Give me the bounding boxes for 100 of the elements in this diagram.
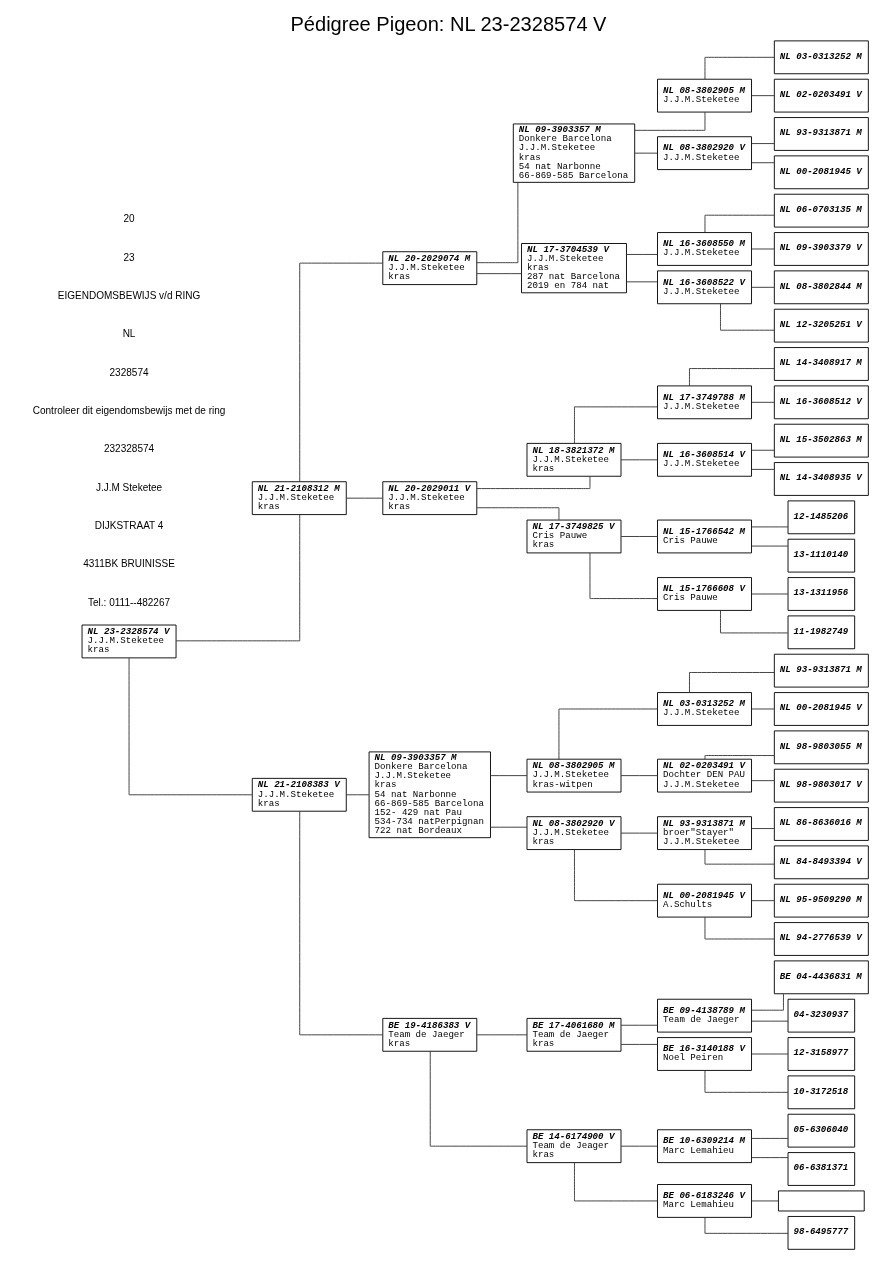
node-box: BE 14-6174900 V Team de Jeager kras [526, 1129, 621, 1164]
connector [750, 780, 774, 782]
node-box: NL 08-3802905 M J.J.M.Steketee kras-witpen [526, 758, 621, 793]
node-box: NL 08-3802905 M J.J.M.Steketee [656, 78, 752, 113]
node-box: NL 03-0313252 M [773, 40, 869, 75]
label: 20 [122, 213, 135, 225]
connector [750, 828, 774, 829]
node-box: NL 17-3749788 M J.J.M.Steketee [656, 385, 752, 420]
connector [620, 1024, 658, 1026]
node-box: 13-1110140 [787, 538, 855, 573]
label: DIJKSTRAAT 4 [94, 520, 163, 532]
node-box: 11-1982749 [787, 615, 855, 650]
node-box: NL 20-2029011 V J.J.M.Steketee kras [381, 481, 477, 516]
node-box: NL 98-9803055 M [773, 730, 869, 765]
node-box: 05-6306040 [787, 1113, 855, 1148]
connector [634, 152, 658, 154]
connector [750, 1137, 788, 1139]
label: 232328574 [103, 443, 154, 455]
connector [298, 262, 383, 483]
connector [750, 401, 774, 403]
node-box: NL 06-0703135 M [773, 193, 869, 228]
connector [620, 832, 658, 834]
connector [750, 900, 774, 902]
connector [625, 281, 658, 283]
node-box: NL 09-3903357 M Donkere Barcelona J.J.M.Steketee kras 54 nat Narbonne 66-869-585 Barcelona [512, 123, 635, 183]
connector [750, 708, 774, 710]
connector [558, 708, 658, 760]
connector [620, 536, 658, 537]
connector [704, 56, 774, 80]
node-box: 06-6381371 [787, 1152, 855, 1186]
node-box: NL 95-9509290 M [773, 883, 869, 918]
connector [688, 368, 775, 387]
connector [719, 303, 775, 331]
label: Tel.: 0111--482267 [87, 596, 170, 608]
connector [489, 826, 527, 828]
diagram-title: Pédigree Pigeon: NL 23-2328574 V [289, 13, 607, 36]
label: EIGENDOMSBEWIJS v/d RING [57, 290, 200, 301]
connector [620, 459, 658, 461]
connector [750, 143, 774, 145]
node-box: NL 16-3608512 V [773, 385, 869, 420]
connector [704, 916, 774, 940]
node-box: NL 15-1766542 M Cris Pauwe [656, 519, 752, 554]
connector [429, 1050, 527, 1147]
node-box: NL 93-9313871 M [773, 653, 869, 688]
connector [128, 657, 252, 796]
connector [750, 286, 774, 288]
connector [476, 476, 590, 490]
connector [298, 810, 383, 1036]
connector [704, 1217, 788, 1234]
connector [704, 755, 774, 760]
connector [573, 406, 658, 444]
connector [633, 111, 705, 131]
connector [750, 248, 774, 250]
node-box: NL 00-2081945 V [773, 692, 869, 726]
node-box: NL 23-2328574 V J.J.M.Steketee kras [81, 624, 176, 659]
node-box: NL 09-3903379 V [773, 232, 869, 266]
node-box: NL 18-3821372 M J.J.M.Steketee kras [526, 442, 621, 477]
node-box: BE 16-3140188 V Noel Peiren [656, 1037, 752, 1071]
node-box: BE 10-6309214 M Marc Lemahieu [656, 1129, 752, 1164]
node-box: NL 21-2108312 M J.J.M.Steketee kras [251, 481, 347, 516]
node-box: NL 02-0203491 V [773, 78, 869, 113]
node-box: NL 21-2108383 V J.J.M.Steketee kras [251, 777, 347, 812]
node-box: NL 16-3608522 V J.J.M.Steketee [656, 270, 752, 305]
node-box: BE 17-4061680 M Team de Jaeger kras [526, 1017, 621, 1052]
connector [750, 593, 788, 595]
connector [573, 849, 658, 902]
label: 2328574 [109, 366, 149, 378]
node-box: 13-1311956 [787, 577, 855, 611]
connector [704, 1070, 788, 1093]
connector [750, 1020, 788, 1022]
node-box: NL 09-3903357 M Donkere Barcelona J.J.M.Steketee kras 54 nat Narbonne 66-869-585 Barcelona 152- 429 nat Pau 534-734 natPerpignan 722 nat Bordeaux [368, 751, 491, 839]
node-box: NL 00-2081945 V [773, 155, 869, 190]
connector [573, 1162, 658, 1202]
node-box: NL 12-3205251 V [773, 308, 869, 343]
node-box: NL 93-9313871 M broer"Stayer" J.J.M.Steketee [656, 816, 752, 850]
node-box: NL 08-3802844 M [773, 270, 869, 305]
connector [750, 95, 774, 97]
node-box: NL 14-3408917 M [773, 347, 869, 381]
connector [476, 1034, 527, 1036]
connector [750, 1200, 779, 1202]
node-box: NL 84-8493394 V [773, 845, 869, 880]
connector [589, 552, 658, 599]
connector [750, 468, 774, 470]
node-box: NL 17-3704539 V J.J.M.Steketee kras 287 nat Barcelona 2019 en 784 nat [520, 243, 627, 294]
node-box: 04-3230937 [787, 998, 855, 1033]
node-box: NL 20-2029074 M J.J.M.Steketee kras [381, 251, 477, 286]
connector [620, 775, 658, 777]
node-box: NL 15-1766608 V Cris Pauwe [656, 577, 752, 611]
node-box: BE 06-6183246 V Marc Lemahieu [656, 1184, 752, 1218]
label: NL [122, 328, 135, 340]
connector [625, 254, 658, 255]
node-box: NL 02-0203491 V Dochter DEN PAU J.J.M.Steketee [656, 758, 752, 793]
node-box: NL 08-3802920 V J.J.M.Steketee [656, 136, 752, 171]
connector [489, 775, 527, 777]
node-box: 12-1485206 [787, 500, 855, 535]
node-box: NL 14-3408935 V [773, 462, 869, 496]
connector [620, 1043, 658, 1045]
node-box: BE 09-4138789 M Team de Jaeger [656, 998, 752, 1033]
node-box: BE 04-4436831 M [773, 960, 869, 995]
connector [704, 214, 774, 233]
